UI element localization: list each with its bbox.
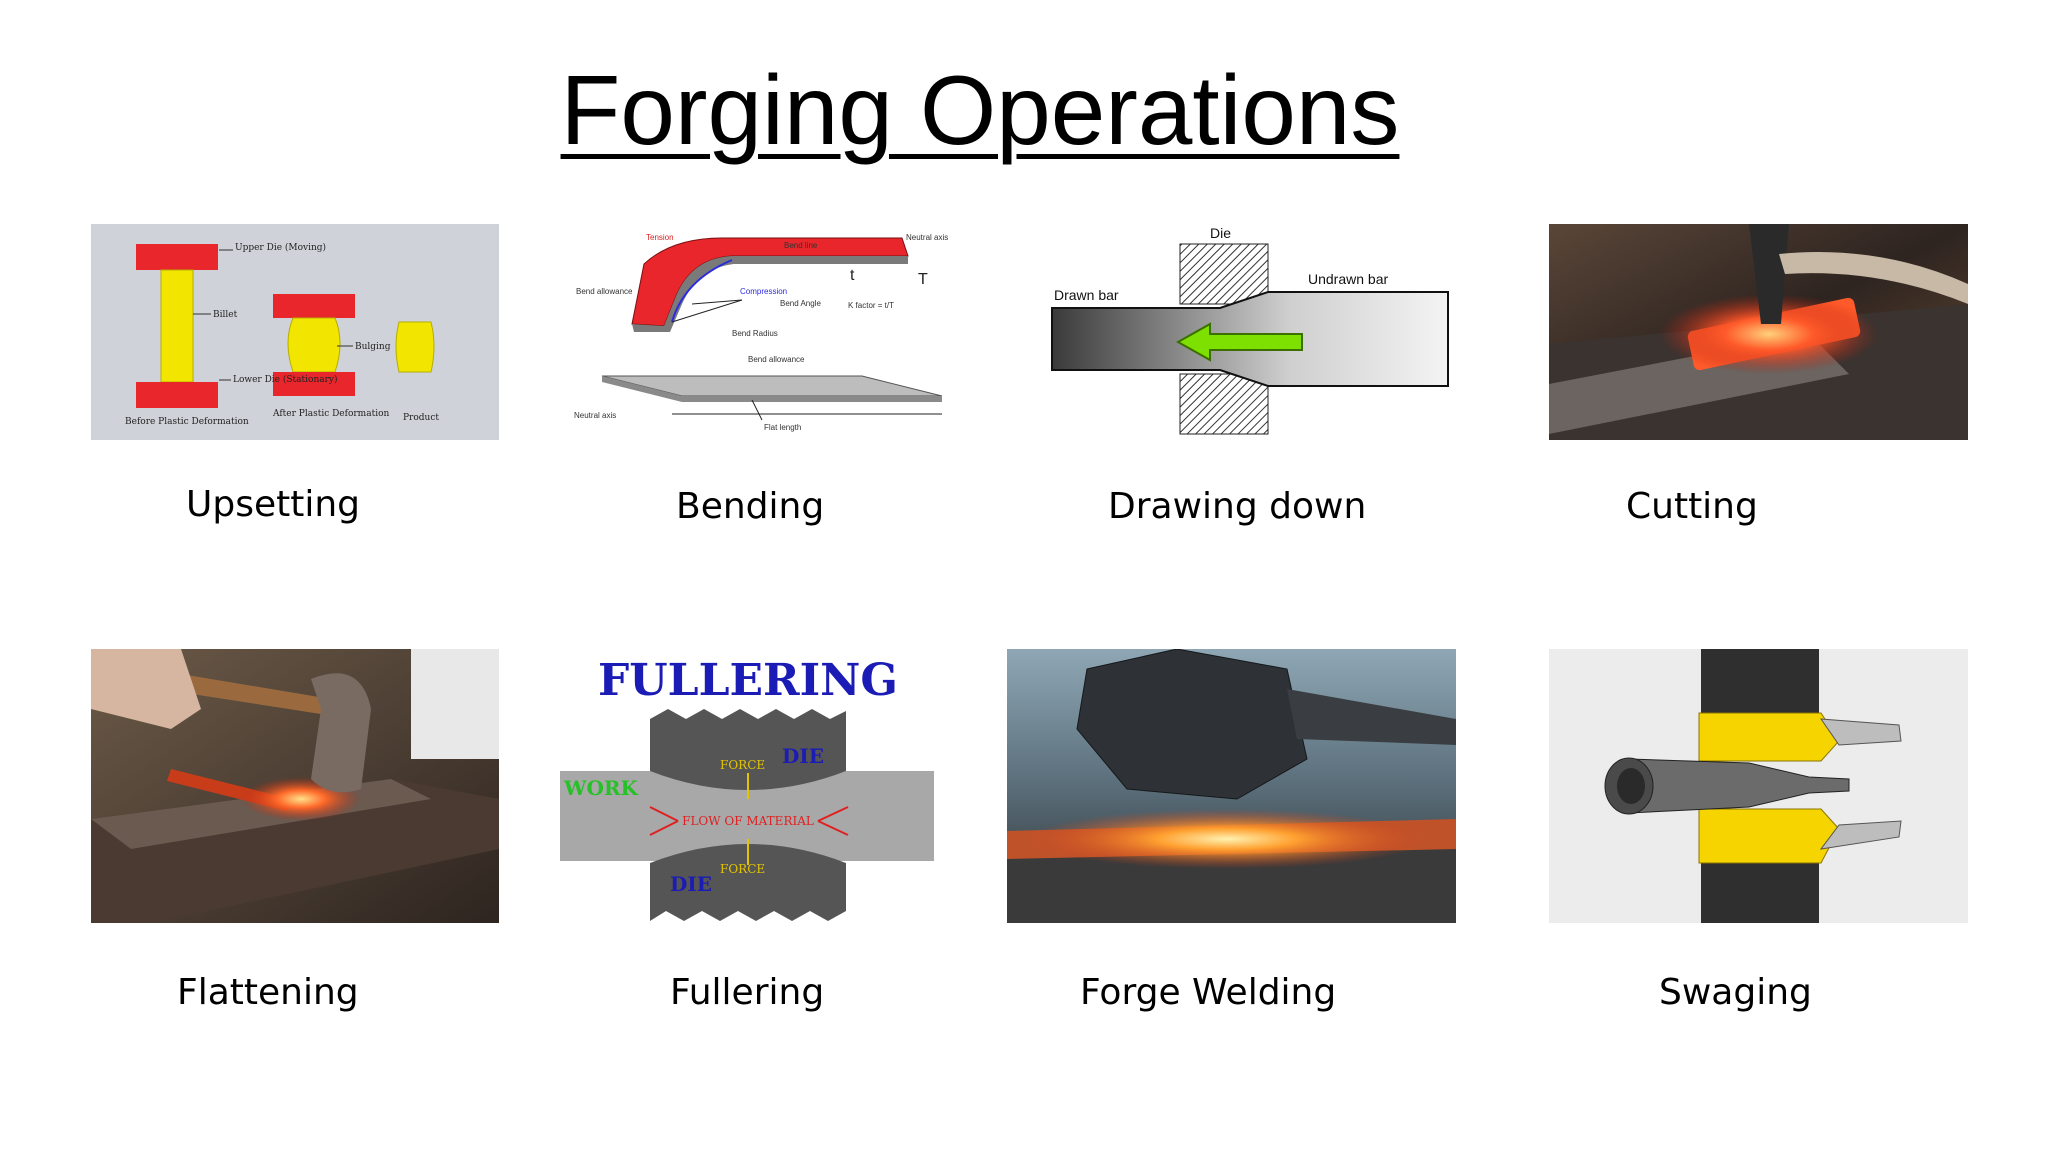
bend-line-label: Bend line: [784, 241, 818, 250]
swaging-diagram: [1549, 649, 1968, 923]
caption-cutting: Cutting: [1626, 486, 1758, 527]
caption-upsetting: Upsetting: [186, 484, 361, 525]
k-factor-label: K factor = t/T: [848, 301, 894, 310]
bend-allowance-left-label: Bend allowance: [576, 287, 633, 296]
flat-length-label: Flat length: [764, 423, 801, 432]
die-label: Die: [1210, 225, 1231, 241]
billet-label: Billet: [213, 310, 238, 320]
thickness-t-label: t: [850, 267, 855, 284]
force-top-label: FORCE: [720, 758, 765, 772]
caption-flattening: Flattening: [177, 972, 359, 1013]
flattening-photo: [91, 649, 499, 923]
bend-allowance-label: Bend allowance: [748, 355, 805, 364]
after-label: After Plastic Deformation: [272, 409, 390, 419]
drawing-down-diagram: Die Drawn bar Undrawn bar: [1040, 224, 1458, 440]
force-bottom-label: FORCE: [720, 862, 765, 876]
flow-label: FLOW OF MATERIAL: [682, 814, 814, 828]
bend-angle-label: Bend Angle: [780, 299, 821, 308]
caption-drawing-down: Drawing down: [1108, 486, 1367, 527]
neutral-axis-label: Neutral axis: [906, 233, 948, 242]
compression-label: Compression: [740, 287, 787, 296]
bulging-label: Bulging: [355, 342, 391, 352]
bend-radius-label: Bend Radius: [732, 329, 778, 338]
slide-title: Forging Operations: [560, 55, 1400, 165]
forge-welding-photo: [1007, 649, 1456, 923]
lower-die-label: Lower Die (Stationary): [233, 374, 338, 385]
caption-fullering: Fullering: [670, 972, 825, 1013]
product-label: Product: [403, 413, 439, 423]
upper-die-label: Upper Die (Moving): [235, 242, 326, 253]
caption-swaging: Swaging: [1659, 972, 1812, 1013]
caption-bending: Bending: [676, 486, 825, 527]
die-top-label: DIE: [782, 744, 824, 768]
die-bottom-label: DIE: [670, 872, 712, 896]
neutral-axis-bottom-label: Neutral axis: [574, 411, 616, 420]
cutting-photo: [1549, 224, 1968, 440]
tension-label: Tension: [646, 233, 674, 242]
upsetting-diagram: Upper Die (Moving) Billet Bulging Lower …: [91, 224, 499, 440]
upper-die-shape: [136, 244, 218, 270]
undrawn-bar-label: Undrawn bar: [1308, 271, 1388, 287]
caption-forge-welding: Forge Welding: [1080, 972, 1337, 1013]
drawn-bar-label: Drawn bar: [1054, 287, 1119, 303]
fullering-diagram: FULLERING WORK DIE DIE FORCE FORCE FLOW …: [558, 649, 938, 923]
work-label: WORK: [563, 776, 639, 800]
fullering-title: FULLERING: [598, 655, 898, 706]
thickness-T-label: T: [918, 271, 928, 288]
bending-diagram: Tension Bend line Neutral axis Compressi…: [572, 224, 962, 440]
before-label: Before Plastic Deformation: [125, 417, 249, 427]
